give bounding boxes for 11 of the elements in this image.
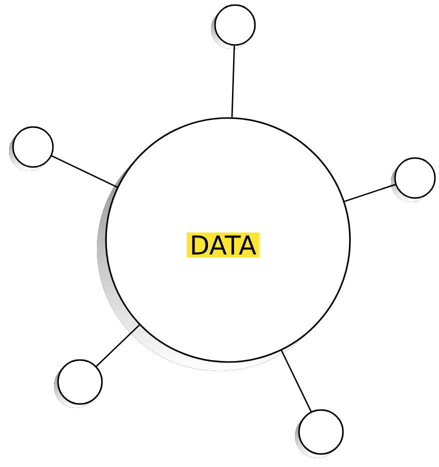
small-circle bbox=[295, 409, 344, 458]
circle-node: DATA bbox=[97, 117, 351, 371]
small-circle bbox=[54, 359, 103, 408]
connector-line bbox=[231, 46, 236, 118]
small-circle bbox=[211, 4, 256, 49]
connector-line bbox=[96, 324, 140, 367]
small-circle bbox=[391, 157, 436, 202]
connector-line bbox=[280, 350, 312, 412]
connector-line bbox=[51, 155, 118, 188]
connector-line bbox=[344, 184, 396, 202]
small-circle bbox=[9, 126, 54, 171]
